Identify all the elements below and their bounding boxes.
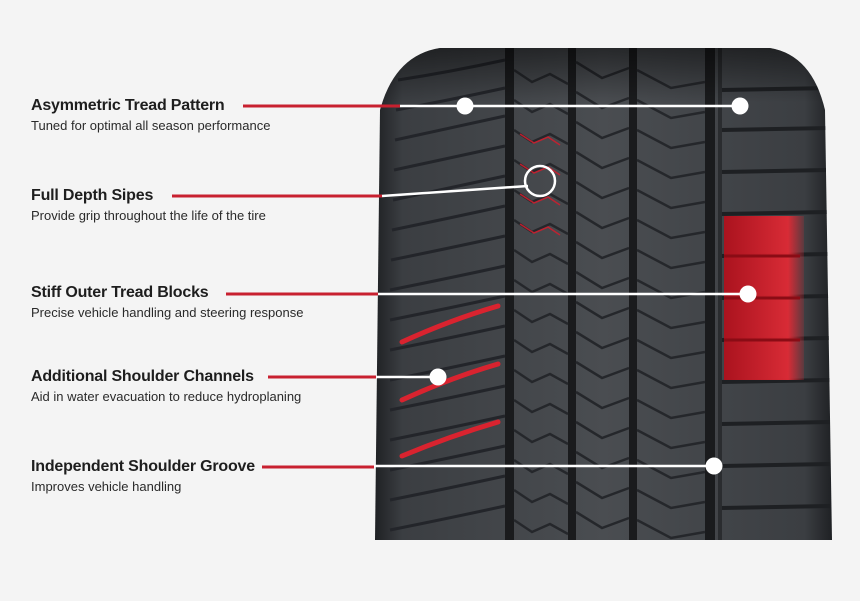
callout-title: Stiff Outer Tread Blocks — [31, 284, 209, 301]
callout-description: Aid in water evacuation to reduce hydrop… — [31, 389, 302, 404]
callout-asymmetric-tread: Asymmetric Tread Pattern Tuned for optim… — [31, 96, 270, 135]
leader-lines-red — [172, 104, 400, 469]
callout-description: Improves vehicle handling — [31, 479, 182, 494]
callout-shoulder-channels: Additional Shoulder Channels Aid in wate… — [31, 367, 301, 406]
callout-description: Precise vehicle handling and steering re… — [31, 305, 304, 320]
marker-dot-icon — [429, 368, 447, 386]
callout-description: Tuned for optimal all season performance — [31, 118, 271, 133]
callout-description: Provide grip throughout the life of the … — [31, 208, 266, 223]
callout-title: Additional Shoulder Channels — [31, 368, 254, 385]
marker-dot-icon — [456, 97, 474, 115]
marker-ring-icon — [523, 164, 557, 198]
markers — [429, 97, 757, 475]
marker-dot-icon — [731, 97, 749, 115]
marker-dot-icon — [739, 285, 757, 303]
callout-title: Independent Shoulder Groove — [31, 458, 255, 475]
callout-title: Asymmetric Tread Pattern — [31, 97, 225, 114]
callout-full-depth-sipes: Full Depth Sipes Provide grip throughout… — [31, 186, 266, 225]
leader-lines-white — [374, 104, 748, 468]
callout-stiff-outer-blocks: Stiff Outer Tread Blocks Precise vehicle… — [31, 283, 303, 322]
callout-title: Full Depth Sipes — [31, 187, 154, 204]
marker-dot-icon — [705, 457, 723, 475]
callout-shoulder-groove: Independent Shoulder Groove Improves veh… — [31, 457, 255, 496]
